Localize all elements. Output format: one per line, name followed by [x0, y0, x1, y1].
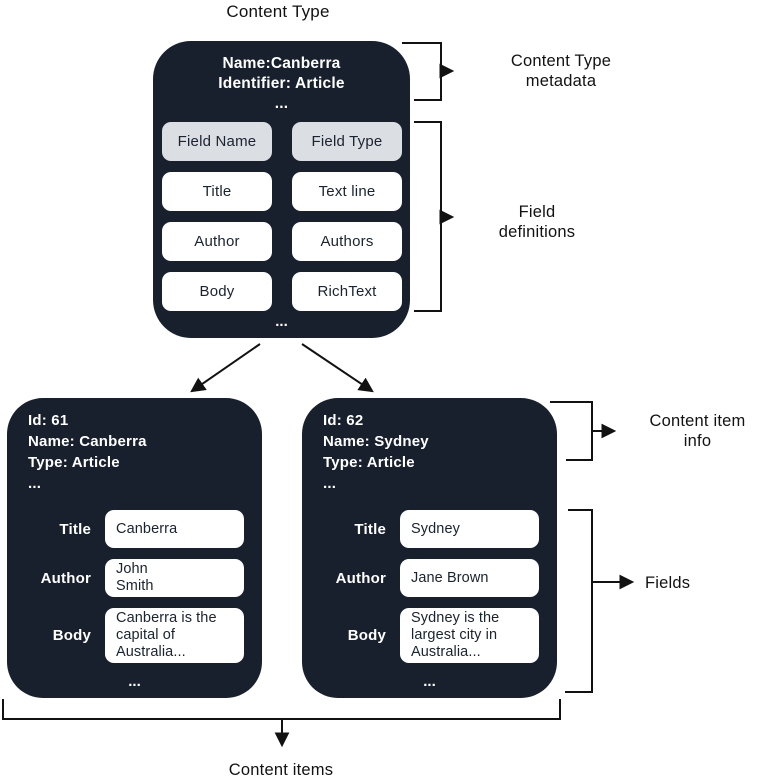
- content-type-identifier: Identifier: Article: [218, 75, 345, 92]
- content-item-box-62: Id: 62 Name: Sydney Type: Article ... Ti…: [302, 398, 557, 698]
- field-name-header: Field Name: [162, 122, 272, 161]
- content-item-ellipsis: ...: [423, 673, 436, 690]
- field-value: Canberra: [105, 510, 244, 548]
- field-row-title: Title Canberra: [7, 510, 262, 548]
- content-type-meta: Name:Canberra Identifier: Article ...: [153, 41, 410, 114]
- field-type-cell: Authors: [292, 222, 402, 261]
- content-type-ellipsis: ...: [275, 313, 288, 330]
- bracket-fields: [565, 509, 593, 693]
- content-item-meta-ellipsis: ...: [323, 475, 337, 492]
- field-value: Sydney: [400, 510, 539, 548]
- content-item-name: Name: Canberra: [28, 433, 147, 450]
- field-value: Sydney is the largest city in Australia.…: [400, 608, 539, 663]
- content-item-name: Name: Sydney: [323, 433, 429, 450]
- field-row-title: Title Sydney: [302, 510, 557, 548]
- content-item-type: Type: Article: [323, 454, 415, 471]
- bracket-field-definitions: [414, 121, 442, 312]
- label-content-items: Content items: [228, 761, 334, 779]
- label-content-item-info: Content item info: [649, 412, 746, 450]
- field-name-cell: Author: [162, 222, 272, 261]
- content-item-fields: Title Sydney Author Jane Brown Body Sydn…: [302, 510, 557, 674]
- content-item-meta-ellipsis: ...: [28, 475, 42, 492]
- field-row-author: Author Jane Brown: [302, 559, 557, 597]
- content-item-ellipsis: ...: [128, 673, 141, 690]
- content-item-box-61: Id: 61 Name: Canberra Type: Article ... …: [7, 398, 262, 698]
- label-content-type-metadata: Content Type metadata: [510, 52, 612, 90]
- field-label: Body: [347, 627, 386, 644]
- field-value: Jane Brown: [400, 559, 539, 597]
- content-type-name: Name:Canberra: [222, 55, 341, 72]
- bracket-content-items: [2, 699, 561, 720]
- arrow-to-item-61: [190, 343, 261, 393]
- content-item-fields: Title Canberra Author John Smith Body Ca…: [7, 510, 262, 674]
- field-label: Body: [52, 627, 91, 644]
- content-item-meta: Id: 62 Name: Sydney Type: Article ...: [323, 410, 429, 494]
- field-label: Author: [335, 569, 386, 587]
- field-definition-table: Field Name Field Type Title Text line Au…: [162, 122, 402, 311]
- field-type-cell: RichText: [292, 272, 402, 311]
- content-item-id: Id: 61: [28, 412, 69, 429]
- diagram-title: Content Type: [226, 2, 330, 21]
- arrow-to-item-62: [301, 343, 374, 393]
- field-row-body: Body Sydney is the largest city in Austr…: [302, 608, 557, 663]
- field-type-cell: Text line: [292, 172, 402, 211]
- content-item-id: Id: 62: [323, 412, 364, 429]
- field-name-cell: Body: [162, 272, 272, 311]
- field-value: John Smith: [105, 559, 244, 597]
- field-row-body: Body Canberra is the capital of Australi…: [7, 608, 262, 663]
- field-name-cell: Title: [162, 172, 272, 211]
- field-row-author: Author John Smith: [7, 559, 262, 597]
- content-type-meta-ellipsis: ...: [274, 95, 289, 112]
- label-fields: Fields: [645, 574, 691, 592]
- content-item-meta: Id: 61 Name: Canberra Type: Article ...: [28, 410, 147, 494]
- content-item-type: Type: Article: [28, 454, 120, 471]
- content-type-box: Name:Canberra Identifier: Article ... Fi…: [153, 41, 410, 338]
- field-value: Canberra is the capital of Australia...: [105, 608, 244, 663]
- field-label: Title: [59, 520, 91, 538]
- field-label: Author: [40, 569, 91, 587]
- field-type-header: Field Type: [292, 122, 402, 161]
- field-label: Title: [354, 520, 386, 538]
- label-field-definitions: Field definitions: [498, 203, 576, 241]
